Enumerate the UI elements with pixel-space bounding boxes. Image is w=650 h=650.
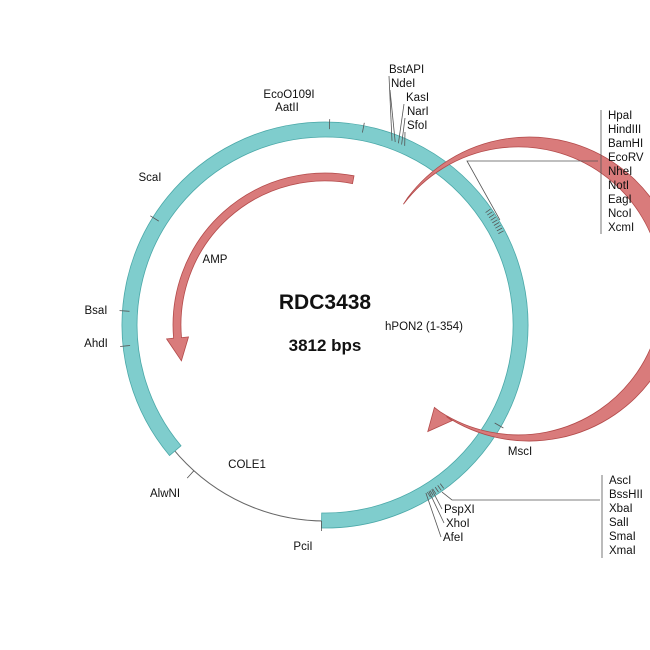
site-xbai[interactable]: XbaI — [609, 503, 633, 515]
tick-mcs-top-5 — [493, 222, 500, 226]
site-nari[interactable]: NarI — [407, 106, 429, 118]
site-ecoo109i[interactable]: EcoO109I — [263, 89, 314, 101]
tick-mcs-bottom-3 — [432, 488, 437, 495]
site-xcmi[interactable]: XcmI — [608, 222, 634, 234]
leader-bottom-2 — [425, 492, 442, 538]
site-afei[interactable]: AfeI — [443, 532, 463, 544]
site-sali[interactable]: SalI — [609, 517, 629, 529]
tick-mcs-top-6 — [495, 224, 501, 229]
tick-bsai — [119, 310, 130, 312]
tick-mcs-bottom-2 — [434, 486, 439, 493]
tick-msci — [494, 422, 504, 429]
site-kasi[interactable]: KasI — [406, 92, 429, 104]
tick-mcs-bottom-4 — [429, 490, 434, 496]
site-ndei[interactable]: NdeI — [391, 78, 415, 90]
leader-mcs-bottom — [441, 491, 600, 501]
site-noti[interactable]: NotI — [608, 180, 629, 192]
tick-mcs-top-2 — [488, 214, 495, 219]
site-hpai[interactable]: HpaI — [608, 110, 632, 122]
tick-ecoo109i — [362, 122, 365, 133]
site-alwni[interactable]: AlwNI — [150, 488, 180, 500]
site-msci[interactable]: MscI — [508, 446, 532, 458]
site-ncoi[interactable]: NcoI — [608, 208, 632, 220]
leader-top-1 — [389, 89, 396, 143]
cole1-label: COLE1 — [228, 459, 266, 471]
site-bsai[interactable]: BsaI — [84, 305, 107, 317]
tick-mcs-top-3 — [490, 216, 496, 221]
leader-top-2 — [398, 103, 405, 144]
tick-mcs-top-4 — [492, 219, 498, 224]
site-ahdi[interactable]: AhdI — [84, 338, 108, 350]
plasmid-name: RDC3438 — [279, 291, 372, 314]
tick-mcs-top-7 — [496, 227, 503, 232]
site-pspxi[interactable]: PspXI — [444, 504, 475, 516]
tick-scai — [150, 215, 160, 222]
site-asci[interactable]: AscI — [609, 475, 631, 487]
mcs-top-list: HpaI HindIII BamHI EcoRV NheI NotI EagI … — [608, 110, 644, 234]
site-aatii[interactable]: AatII — [275, 102, 299, 114]
tick-mcs-top-8 — [498, 230, 504, 234]
site-hindiii[interactable]: HindIII — [608, 124, 641, 136]
site-smai[interactable]: SmaI — [609, 531, 636, 543]
site-scai[interactable]: ScaI — [138, 172, 161, 184]
site-nhei[interactable]: NheI — [608, 166, 632, 178]
site-bamhi[interactable]: BamHI — [608, 138, 643, 150]
tick-mcs-top-1 — [487, 211, 493, 216]
amp-feature-arrow[interactable] — [165, 172, 355, 362]
tick-alwni — [186, 470, 195, 479]
site-pcii[interactable]: PciI — [293, 541, 312, 553]
site-sfoi[interactable]: SfoI — [407, 120, 427, 132]
leader-top-0 — [388, 75, 393, 141]
site-xmai[interactable]: XmaI — [609, 545, 636, 557]
tick-mcs-top-0 — [485, 208, 491, 213]
site-ecorv[interactable]: EcoRV — [608, 152, 644, 164]
cole1-feature[interactable] — [121, 121, 529, 529]
amp-label: AMP — [203, 254, 228, 266]
plasmid-size: 3812 bps — [289, 336, 362, 355]
leader-bottom-1 — [428, 491, 445, 524]
site-ticks — [119, 75, 603, 558]
tick-mcs-bottom-0 — [439, 483, 445, 489]
site-bstapi[interactable]: BstAPI — [389, 64, 424, 76]
mcs-bottom-list: AscI BssHII XbaI SalI SmaI XmaI — [609, 475, 643, 557]
hpon2-label: hPON2 (1-354) — [385, 321, 463, 333]
leader-mcs-top — [466, 160, 598, 221]
leader-top-3 — [401, 117, 406, 145]
site-eagi[interactable]: EagI — [608, 194, 632, 206]
leader-bottom-0 — [431, 489, 443, 510]
tick-mcs-bottom-5 — [427, 491, 431, 498]
tick-ahdi — [120, 345, 131, 347]
site-bsshii[interactable]: BssHII — [609, 489, 643, 501]
site-xhoi[interactable]: XhoI — [446, 518, 470, 530]
tick-mcs-bottom-1 — [437, 485, 442, 491]
